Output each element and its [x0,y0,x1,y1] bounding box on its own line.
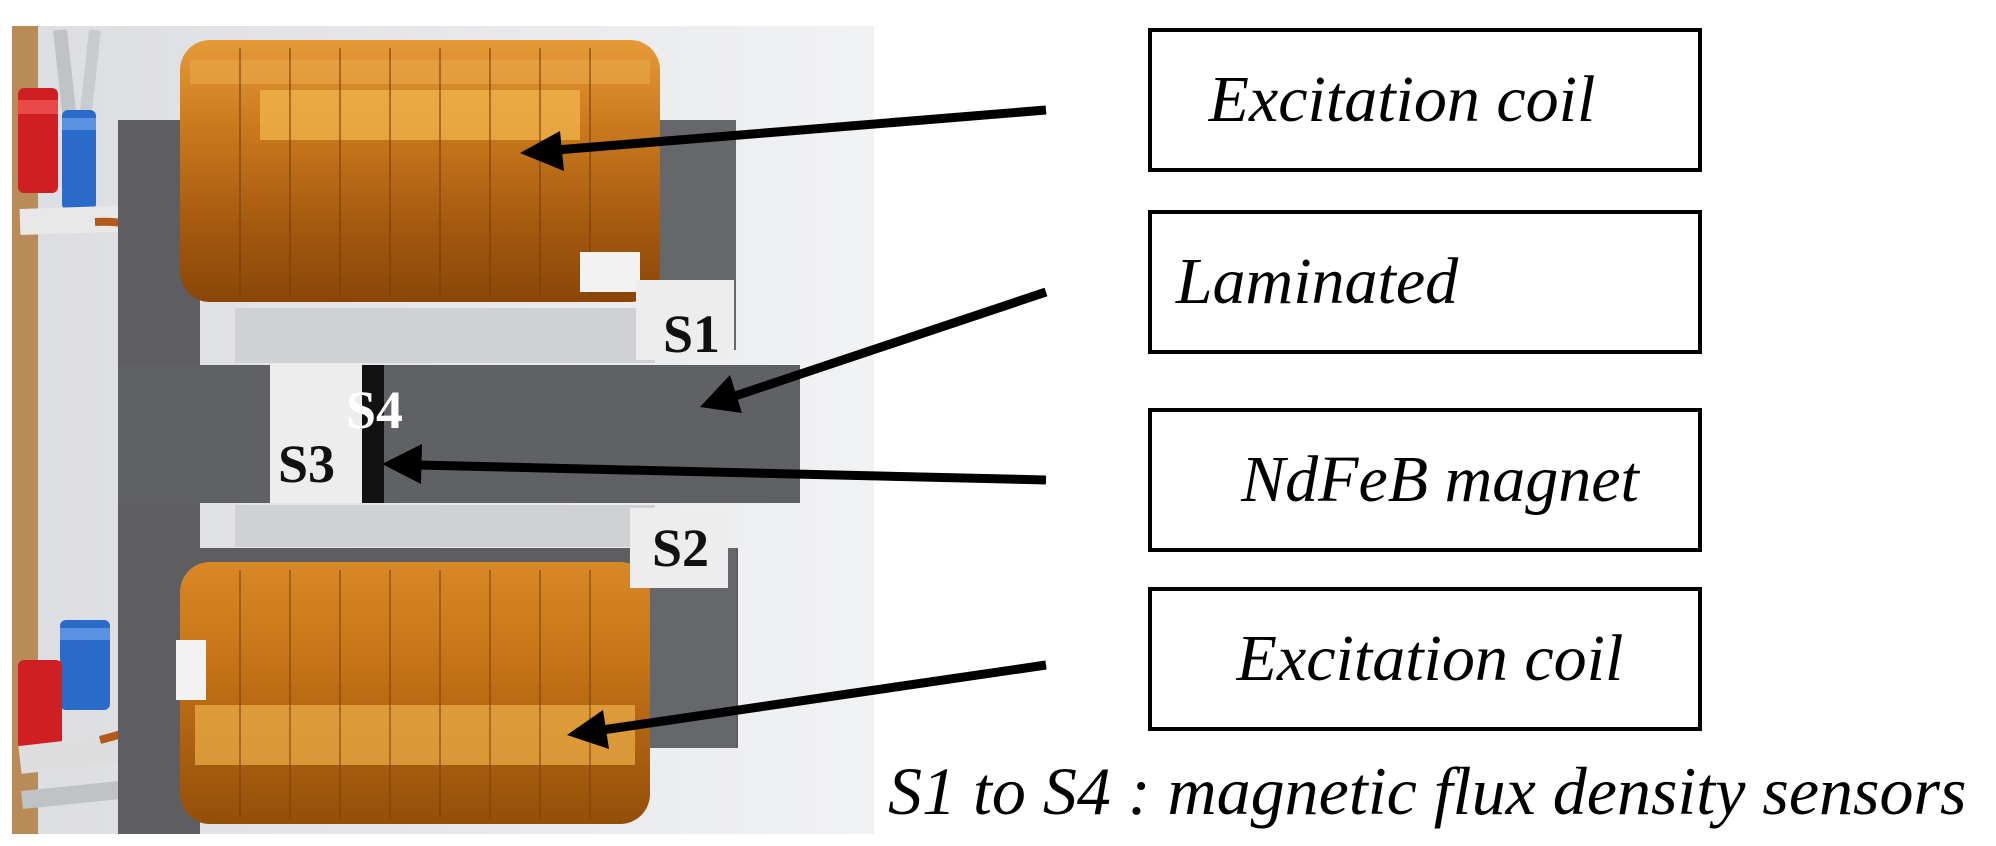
label-laminated: Laminated [1175,245,1459,318]
blue-terminal-bottom [60,620,110,710]
blue-terminal-top [62,110,96,210]
sensor-label-s1: S1 [663,304,720,364]
sensor-caption: S1 to S4 : magnetic flux density sensors [888,753,1967,829]
sensor-pad-s2 [630,508,728,588]
label-coil-bottom: Excitation coil [1236,622,1624,695]
sensor-label-s3: S3 [278,434,335,494]
label-coil-top: Excitation coil [1208,63,1596,136]
sensor-label-s4: S4 [346,380,403,440]
sensor-pad-s3 [270,363,362,503]
label-box-coil-top: Excitation coil [1148,28,1702,172]
bottom-coil-photo [176,562,650,824]
red-terminal-top [18,88,58,193]
device-photo: S1 S2 S3 S4 [12,26,874,834]
red-terminal-bottom [18,660,62,750]
sensor-label-s2: S2 [652,518,709,578]
sensor-pad-s1 [636,280,734,360]
label-box-magnet: NdFeB magnet [1148,408,1702,552]
top-coil-photo [180,40,660,302]
label-box-laminated: Laminated [1148,210,1702,354]
label-magnet: NdFeB magnet [1241,443,1639,516]
ndfeb-magnet [362,365,384,503]
label-box-coil-bottom: Excitation coil [1148,587,1702,731]
